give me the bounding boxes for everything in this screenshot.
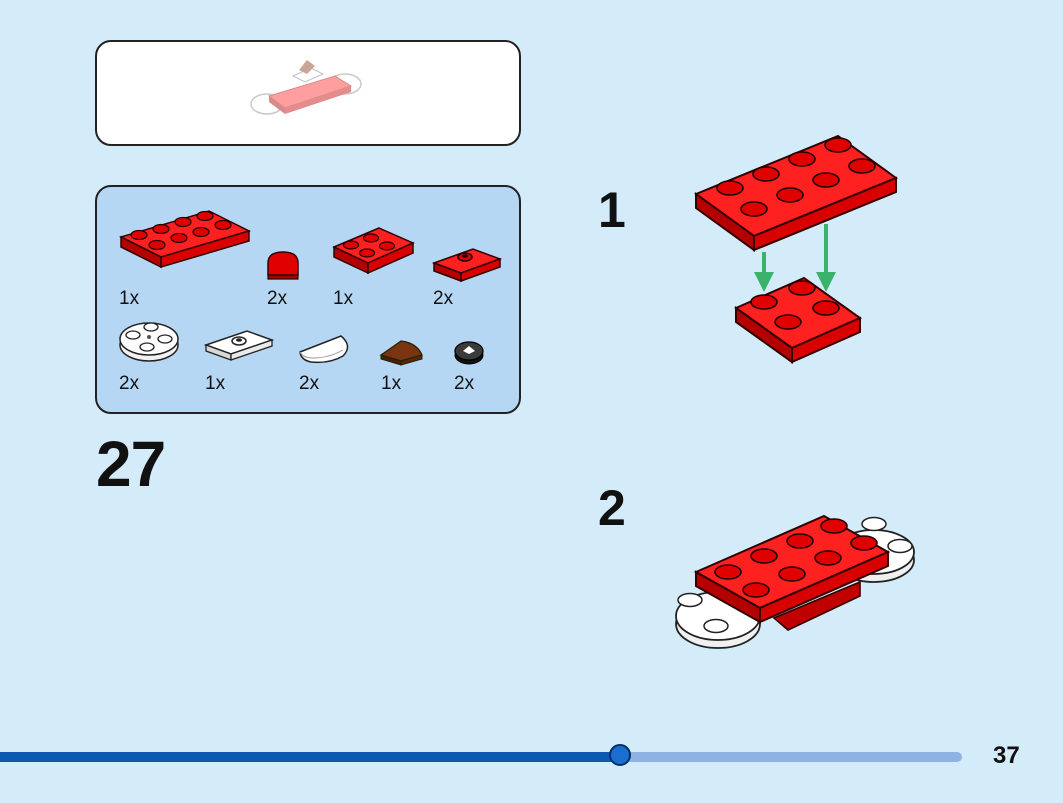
part-quantity: 1x [205, 373, 226, 394]
red-plate-2x3-icon [332, 227, 415, 275]
progress-knob [609, 744, 631, 766]
part-quantity: 2x [119, 373, 140, 394]
parts-list-panel: 1x 2x 1x 2x 2x [95, 185, 521, 414]
substep-1-illustration [693, 134, 899, 364]
part-quantity: 2x [454, 373, 475, 394]
red-plate-2x4-icon [118, 210, 252, 269]
part-quantity: 2x [299, 373, 320, 394]
white-round-plate-icon [119, 322, 179, 362]
red-round-tile-icon [267, 251, 299, 280]
substep-2-illustration [675, 514, 915, 649]
page-number: 37 [993, 742, 1020, 769]
substep-number: 2 [598, 480, 626, 536]
white-macaroni-tile-icon [299, 335, 349, 364]
step-number: 27 [96, 428, 166, 500]
part-quantity: 1x [119, 288, 140, 309]
progress-fill [0, 752, 620, 762]
substep-number: 1 [598, 182, 626, 238]
part-quantity: 1x [333, 288, 354, 309]
model-preview-panel [95, 40, 521, 146]
part-quantity: 2x [267, 288, 288, 309]
white-jumper-plate-icon [203, 330, 275, 361]
model-preview-image [250, 60, 362, 115]
part-quantity: 1x [381, 373, 402, 394]
part-quantity: 2x [433, 288, 454, 309]
brown-quarter-tile-icon [379, 340, 423, 366]
red-jumper-plate-icon [431, 248, 503, 283]
black-round-tile-icon [454, 341, 484, 365]
